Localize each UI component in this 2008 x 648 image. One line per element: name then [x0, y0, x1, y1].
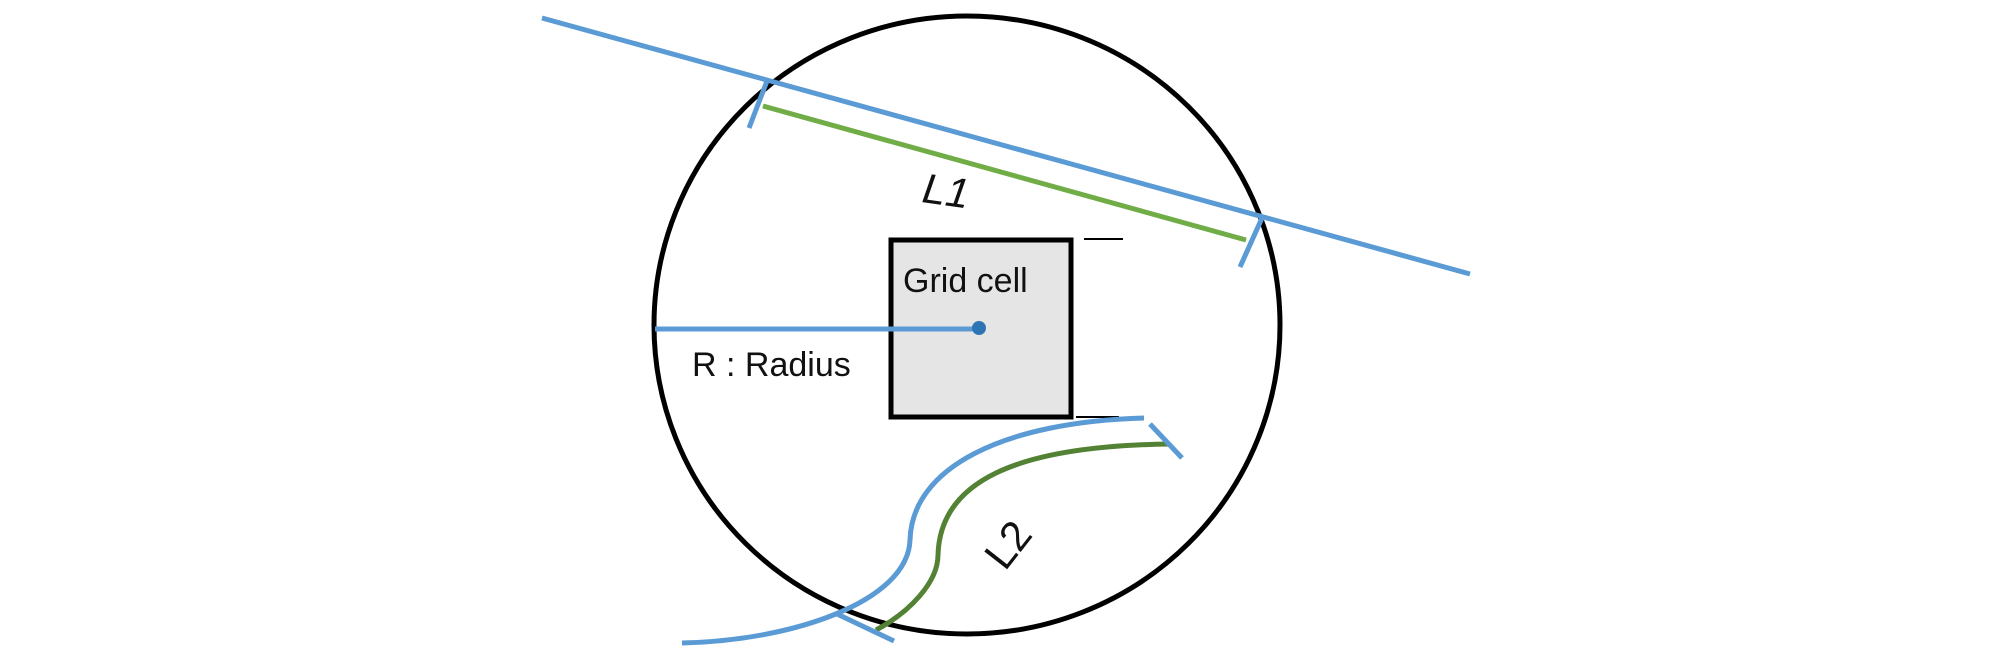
- line-l1-blue: [541, 15, 1471, 277]
- line-l2-segment-green: [874, 441, 1171, 633]
- grid-cell-label: Grid cell: [903, 262, 1028, 300]
- l2-label: L2: [975, 512, 1041, 578]
- line-l2-blue: [681, 415, 1145, 646]
- radius-label: R : Radius: [692, 346, 851, 384]
- search-radius-circle: [651, 13, 1283, 637]
- line-l2-end-tick-bottom: [835, 611, 896, 644]
- l1-label: L1: [920, 164, 973, 217]
- line-l2-end-tick-top: [1148, 422, 1184, 460]
- line-l1-end-tick-left: [746, 80, 770, 129]
- line-l1-segment-green: [762, 103, 1247, 243]
- line-l1-end-tick-right: [1237, 216, 1265, 269]
- grid-cell-center-dot: [972, 321, 986, 335]
